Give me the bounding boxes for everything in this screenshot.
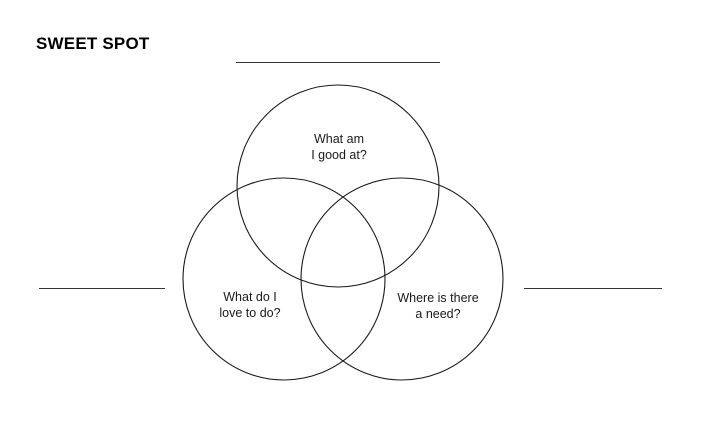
left-blank-line[interactable] [39,288,165,289]
label-love-to-do: What do I love to do? [200,289,300,321]
top-blank-line[interactable] [236,62,440,63]
circle-good-at [236,84,440,288]
label-line: Where is there [397,291,479,305]
label-good-at: What am I good at? [288,131,390,163]
label-line: What do I [223,290,277,304]
circle-need [300,177,504,381]
label-line: What am [313,132,364,146]
label-line: love to do? [219,306,281,320]
page-title: SWEET SPOT [36,34,150,53]
label-line: I good at? [311,148,367,162]
circle-love-to-do [182,177,386,381]
label-line: a need? [415,307,461,321]
right-blank-line[interactable] [524,288,662,289]
label-need: Where is there a need? [386,290,490,322]
